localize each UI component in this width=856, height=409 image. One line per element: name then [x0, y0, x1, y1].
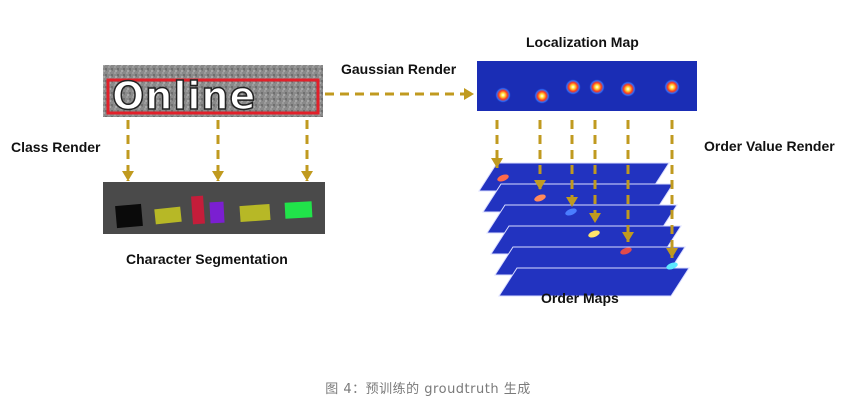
arrow-order-value-3: [566, 120, 578, 207]
arrow-order-value-6: [666, 120, 678, 258]
localization-map: [477, 61, 697, 111]
order-maps-label: Order Maps: [541, 290, 619, 306]
gaussian-peak: [664, 79, 680, 95]
arrow-class-render-2: [212, 120, 224, 181]
arrow-gaussian-render: [325, 88, 474, 100]
order-dot-1: [497, 174, 509, 182]
order-dot-6: [666, 262, 678, 270]
gaussian-peak: [534, 88, 550, 104]
localization-peaks: [495, 79, 680, 104]
arrow-order-value-5: [622, 120, 634, 242]
arrow-class-render-1: [122, 120, 134, 181]
arrow-order-value-4: [589, 120, 601, 223]
order-dot-2: [534, 194, 546, 202]
arrow-order-value-2: [534, 120, 546, 190]
order-map-layer-6: [498, 267, 690, 297]
order-dot-4: [588, 230, 600, 238]
figure-caption: 图 4：预训练的 groudtruth 生成: [325, 382, 531, 397]
gaussian-render-label: Gaussian Render: [341, 61, 457, 77]
gaussian-peak: [495, 87, 511, 103]
segmentation-block-3: [191, 195, 205, 225]
order-dot-3: [565, 208, 577, 216]
gaussian-peak: [620, 81, 636, 97]
order-value-render-label: Order Value Render: [704, 138, 835, 154]
segmentation-block-2: [154, 206, 182, 225]
character-segmentation-label: Character Segmentation: [126, 251, 288, 267]
order-maps-stack: [478, 162, 690, 297]
gaussian-peak: [565, 79, 581, 95]
class-render-label: Class Render: [11, 139, 101, 155]
segmentation-block-1: [115, 203, 143, 229]
word-bounding-box: [106, 78, 320, 115]
word-image-text: Online: [112, 74, 256, 118]
segmentation-blocks: [115, 195, 313, 229]
segmentation-block-5: [239, 203, 271, 223]
arrows: [122, 88, 678, 258]
arrow-class-render-3: [301, 120, 313, 181]
localization-map-label: Localization Map: [526, 34, 639, 50]
segmentation-block-4: [209, 201, 225, 224]
segmentation-block-6: [284, 201, 313, 219]
gaussian-peak: [589, 79, 605, 95]
word-image: Online: [103, 65, 323, 119]
arrow-order-value-1: [491, 120, 503, 168]
order-dot-5: [620, 247, 632, 255]
